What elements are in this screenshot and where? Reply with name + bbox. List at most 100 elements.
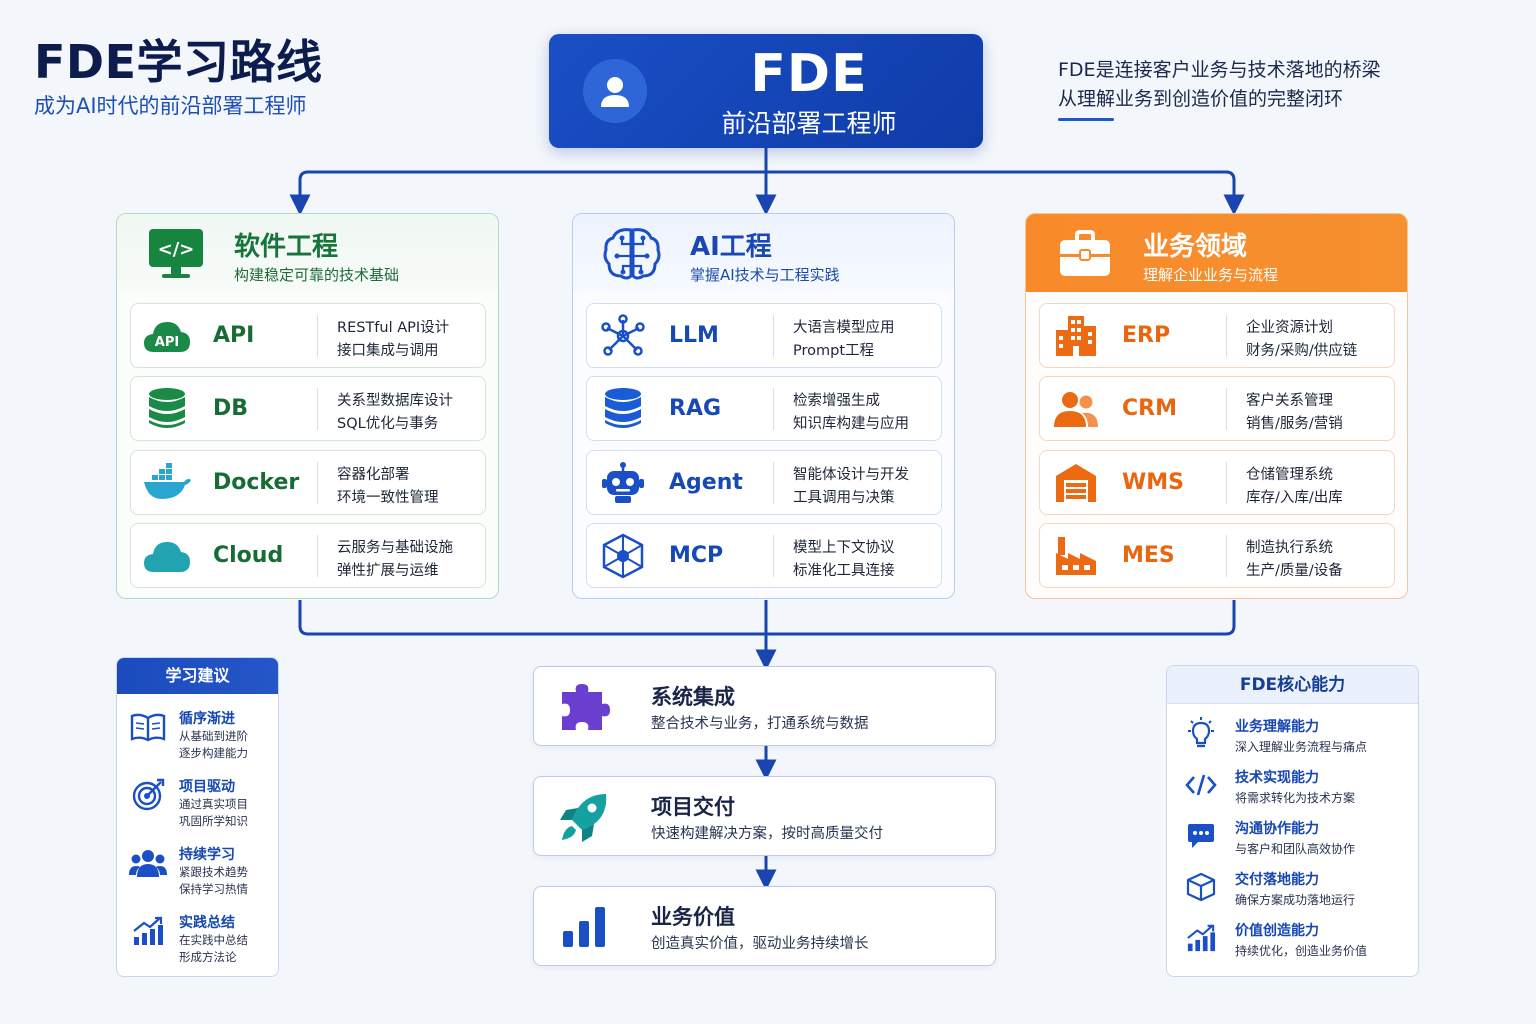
box-icon	[1183, 871, 1219, 903]
skill-name: DB	[213, 396, 249, 421]
robot-icon	[597, 459, 649, 507]
growth-chart-icon	[1183, 922, 1219, 954]
skill-desc-1: 制造执行系统	[1246, 540, 1333, 556]
database-icon	[597, 385, 649, 433]
page-title: FDE学习路线	[34, 35, 323, 89]
column-header: AI工程 掌握AI技术与工程实践	[573, 214, 954, 292]
divider	[1226, 388, 1227, 430]
database-icon	[141, 385, 193, 433]
skill-item-agent: Agent 智能体设计与开发 工具调用与决策	[586, 450, 942, 515]
skill-desc-2: 标准化工具连接	[793, 563, 895, 579]
divider	[773, 535, 774, 577]
warehouse-icon	[1050, 459, 1102, 507]
column-desc: 掌握AI技术与工程实践	[690, 266, 840, 284]
divider	[317, 462, 318, 504]
skill-item-rag: RAG 检索增强生成 知识库构建与应用	[586, 376, 942, 441]
tip-line-1: 在实践中总结	[179, 933, 248, 947]
skill-desc-2: 生产/质量/设备	[1246, 563, 1343, 579]
tip-item: 项目驱动 通过真实项目 巩固所学知识	[127, 776, 275, 840]
flow-desc: 整合技术与业务，打通系统与数据	[651, 716, 869, 732]
tip-line-1: 从基础到进阶	[179, 729, 248, 743]
learning-tips-panel: 学习建议 循序渐进 从基础到进阶 逐步构建能力 项目驱动 通过真实项目 巩固所学…	[116, 657, 279, 977]
skill-item-api: API API RESTful API设计 接口集成与调用	[130, 303, 486, 368]
tip-title: 持续学习	[179, 847, 235, 863]
ability-item: 业务理解能力 深入理解业务流程与痛点	[1181, 716, 1416, 764]
skill-desc-2: SQL优化与事务	[337, 416, 439, 432]
factory-icon	[1050, 532, 1102, 580]
core-abilities-panel: FDE核心能力 业务理解能力 深入理解业务流程与痛点 技术实现能力 将需求转化为…	[1166, 665, 1419, 977]
group-icon	[129, 846, 167, 880]
skill-name: CRM	[1122, 396, 1177, 421]
tip-line-2: 逐步构建能力	[179, 746, 248, 760]
brain-circuit-icon	[601, 226, 663, 282]
ability-title: 业务理解能力	[1235, 719, 1319, 735]
code-monitor-icon: </>	[145, 226, 207, 282]
divider	[773, 462, 774, 504]
flow-desc: 快速构建解决方案，按时高质量交付	[651, 826, 883, 842]
skill-desc-2: 工具调用与决策	[793, 490, 895, 506]
ability-desc: 与客户和团队高效协作	[1235, 842, 1356, 856]
skill-name: Docker	[213, 470, 300, 495]
ability-title: 交付落地能力	[1235, 872, 1319, 888]
skill-desc-2: 库存/入库/出库	[1246, 490, 1343, 506]
software-engineering-card: </> 软件工程 构建稳定可靠的技术基础 API API RESTful API…	[116, 213, 499, 599]
flow-title: 项目交付	[651, 795, 735, 819]
skill-name: RAG	[669, 396, 722, 421]
tip-item: 循序渐进 从基础到进阶 逐步构建能力	[127, 708, 275, 772]
skill-desc-2: 环境一致性管理	[337, 490, 439, 506]
skill-desc-1: 大语言模型应用	[793, 320, 895, 336]
skill-desc-2: Prompt工程	[793, 343, 875, 359]
tip-title: 项目驱动	[179, 779, 235, 795]
page-subtitle: 成为AI时代的前沿部署工程师	[34, 94, 307, 118]
skill-name: MES	[1122, 543, 1175, 568]
divider	[1226, 315, 1227, 357]
column-title: AI工程	[690, 232, 772, 262]
svg-text:</>: </>	[158, 239, 195, 260]
skill-item-llm: LLM 大语言模型应用 Prompt工程	[586, 303, 942, 368]
skill-desc-2: 接口集成与调用	[337, 343, 439, 359]
flow-step-integration: 系统集成 整合技术与业务，打通系统与数据	[533, 666, 996, 746]
docker-whale-icon	[141, 459, 193, 507]
rocket-icon	[556, 789, 614, 845]
skill-desc-1: 客户关系管理	[1246, 393, 1333, 409]
ability-desc: 持续优化，创造业务价值	[1235, 944, 1368, 958]
skill-desc-1: 仓储管理系统	[1246, 467, 1333, 483]
skill-name: API	[213, 323, 255, 348]
tagline-line-2: 从理解业务到创造价值的完整闭环	[1058, 88, 1344, 110]
panel-title: 学习建议	[117, 658, 278, 694]
divider	[317, 535, 318, 577]
ability-title: 沟通协作能力	[1235, 821, 1319, 837]
briefcase-icon	[1054, 226, 1116, 282]
skill-name: MCP	[669, 543, 724, 568]
skill-desc-1: 容器化部署	[337, 467, 410, 483]
skill-desc-1: 关系型数据库设计	[337, 393, 453, 409]
flow-desc: 创造真实价值，驱动业务持续增长	[651, 936, 869, 952]
skill-name: WMS	[1122, 470, 1185, 495]
column-header: </> 软件工程 构建稳定可靠的技术基础	[117, 214, 498, 292]
chat-bubble-icon	[1183, 820, 1219, 852]
tip-item: 持续学习 紧跟技术趋势 保持学习热情	[127, 844, 275, 908]
skill-item-db: DB 关系型数据库设计 SQL优化与事务	[130, 376, 486, 441]
ability-desc: 确保方案成功落地运行	[1235, 893, 1356, 907]
skill-item-crm: CRM 客户关系管理 销售/服务/营销	[1039, 376, 1395, 441]
divider	[1226, 535, 1227, 577]
tip-line-1: 紧跟技术趋势	[179, 865, 248, 879]
tip-line-2: 巩固所学知识	[179, 814, 248, 828]
ability-item: 沟通协作能力 与客户和团队高效协作	[1181, 818, 1416, 866]
tip-item: 实践总结 在实践中总结 形成方法论	[127, 912, 275, 976]
open-book-icon	[129, 710, 167, 744]
tagline-line-1: FDE是连接客户业务与技术落地的桥梁	[1058, 59, 1381, 81]
users-icon	[1050, 385, 1102, 433]
skill-item-wms: WMS 仓储管理系统 库存/入库/出库	[1039, 450, 1395, 515]
column-title: 软件工程	[234, 232, 339, 262]
flow-title: 业务价值	[651, 905, 735, 929]
skill-desc-2: 弹性扩展与运维	[337, 563, 439, 579]
divider	[1226, 462, 1227, 504]
tip-line-2: 形成方法论	[179, 950, 237, 964]
tip-title: 循序渐进	[179, 711, 235, 727]
column-desc: 构建稳定可靠的技术基础	[234, 266, 400, 284]
tagline-underline	[1058, 118, 1114, 121]
column-header: 业务领域 理解企业业务与流程	[1026, 214, 1407, 292]
tip-title: 实践总结	[179, 915, 235, 931]
